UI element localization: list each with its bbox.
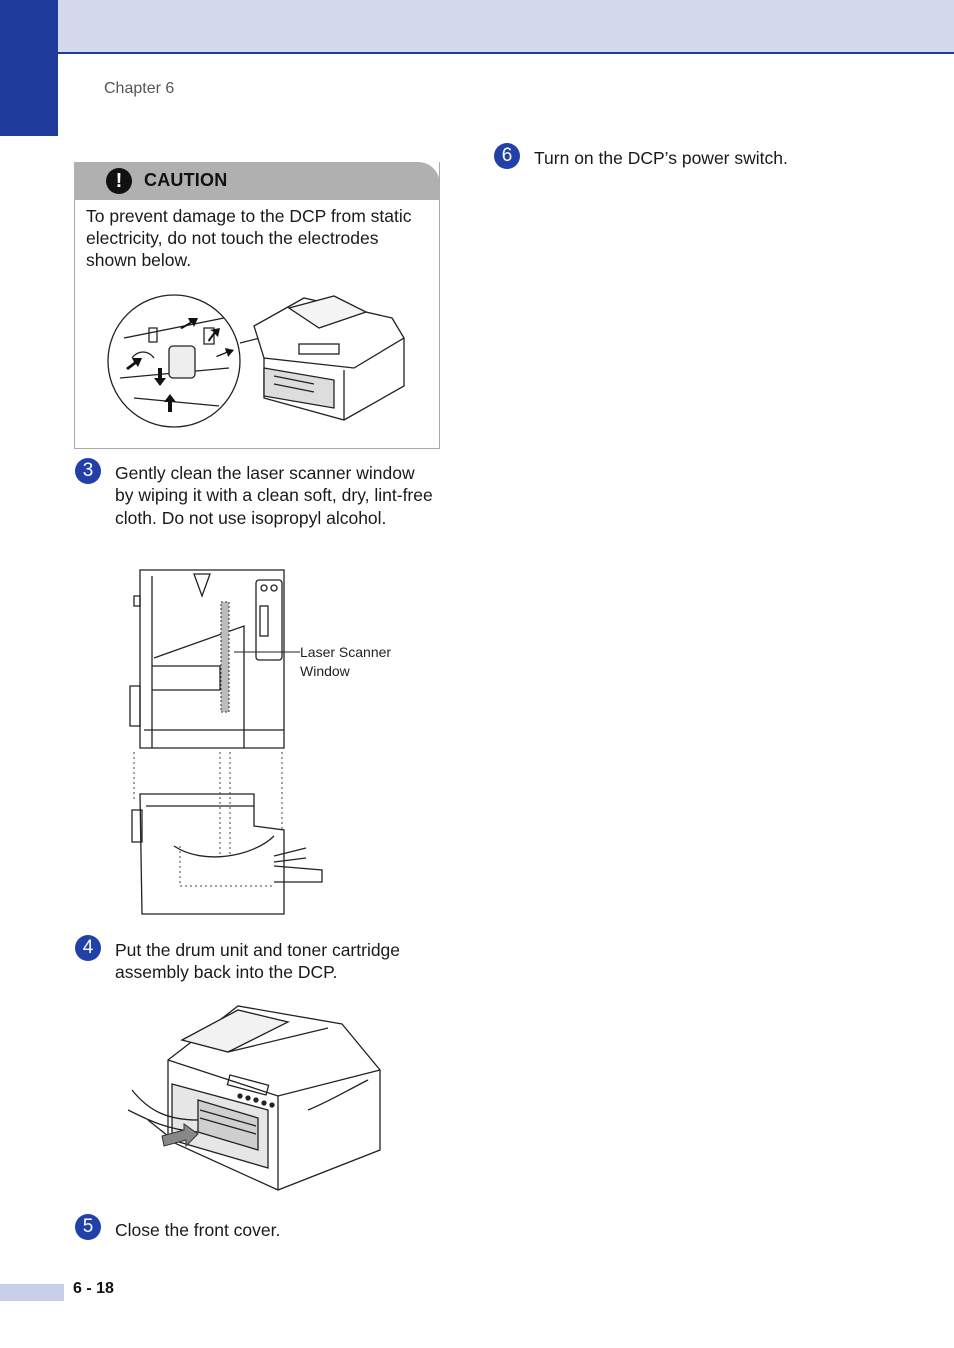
caution-text: To prevent damage to the DCP from static… [86, 206, 412, 270]
step-4-text: Put the drum unit and toner cartridge as… [115, 940, 401, 983]
chapter-tab-block [0, 0, 58, 136]
footer-bar [0, 1284, 64, 1301]
drum-unit-illustration [128, 1005, 381, 1191]
step-3-number: 3 [75, 458, 101, 484]
header-band [0, 0, 954, 54]
step-3-text: Gently clean the laser scanner window by… [115, 463, 433, 528]
step-6-number: 6 [494, 143, 520, 169]
laser-scanner-illustration [129, 569, 323, 915]
page-number: 6 - 18 [73, 1280, 114, 1297]
electrodes-illustration [107, 294, 405, 428]
step-5-text: Close the front cover. [115, 1220, 281, 1240]
step-4-number: 4 [75, 935, 101, 961]
laser-callout-line-1: Laser Scanner [300, 644, 392, 660]
chapter-label: Chapter 6 [104, 80, 175, 97]
laser-callout-line-2: Window [300, 663, 350, 679]
caution-header [74, 162, 440, 200]
step-6-text: Turn on the DCP’s power switch. [534, 148, 788, 168]
step-5-number: 5 [75, 1214, 101, 1240]
caution-title: CAUTION [144, 170, 228, 190]
exclamation-icon: ! [106, 168, 132, 194]
